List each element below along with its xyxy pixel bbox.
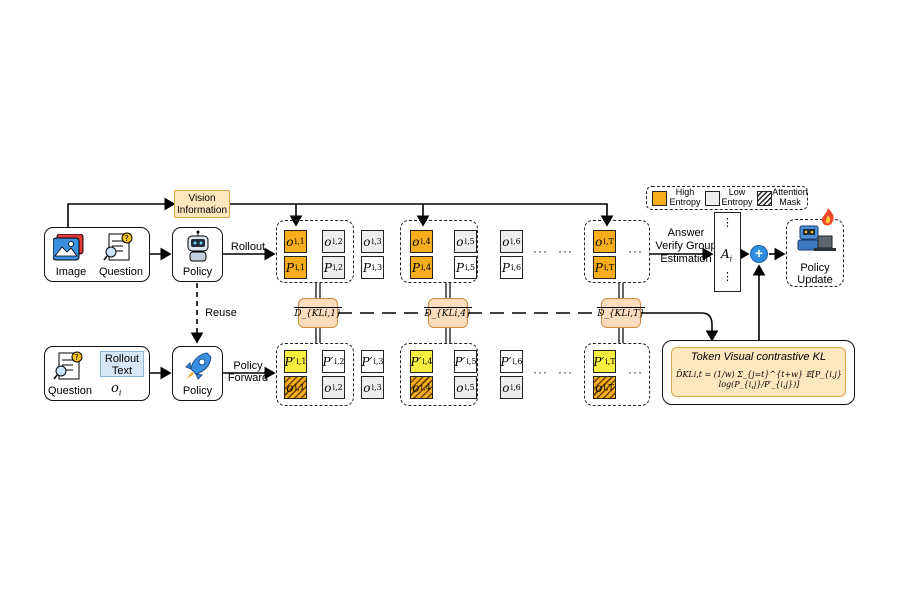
ellipsis-bottom-3: ···	[628, 365, 643, 379]
legend-low-swatch	[705, 191, 720, 206]
token-group-bottom-3	[584, 343, 650, 406]
advantage-box: ⋮ Ai ⋮	[714, 212, 741, 292]
legend-low-label: Low Entropy	[721, 187, 753, 207]
formula-panel: Token Visual contrastive KL D̄KLi,t = (1…	[662, 340, 855, 405]
ellipsis-bottom-1: ···	[533, 365, 548, 379]
ellipsis-top-1: ···	[533, 244, 548, 258]
token-pprime-i3: P′i,3	[361, 350, 384, 373]
policy-update-label: Policy Update	[797, 262, 833, 286]
robot-icon	[187, 230, 209, 262]
image-icon	[53, 234, 84, 261]
robot-laptop-icon	[797, 208, 836, 251]
token-group-bottom-2	[400, 343, 478, 406]
ellipsis-top-3: ···	[628, 244, 643, 258]
svg-text:?: ?	[75, 353, 79, 362]
token-pprime-i6: P′i,6	[500, 350, 523, 373]
vision-information-box: Vision Information	[174, 190, 230, 218]
token-pprime-iT: P′i,T	[593, 350, 616, 373]
rollout-o-label: oi	[111, 381, 122, 398]
svg-text:?: ?	[125, 234, 129, 243]
question-label: Question	[98, 266, 144, 278]
question-doc-icon: ?	[103, 232, 133, 261]
token-group-top-2	[400, 220, 478, 283]
legend	[646, 186, 808, 210]
plus-icon: +	[750, 245, 768, 263]
legend-high-label: High Entropy	[669, 187, 701, 207]
token-pprime-i4: P′i,4	[410, 350, 433, 373]
legend-high-swatch	[652, 191, 667, 206]
rollout-text-box: Rollout Text	[100, 351, 144, 377]
image-label: Image	[55, 266, 87, 278]
token-group-bottom-1	[276, 343, 354, 406]
policy-box-top: Policy	[172, 227, 223, 282]
token-pprime-i2: P′i,2	[322, 350, 345, 373]
reuse-label: Reuse	[205, 307, 237, 319]
answer-verify-label: Answer Verify Group Estimation	[655, 227, 717, 265]
policy-label-top: Policy	[182, 266, 213, 278]
kl-box-T: D_{KLi,T}	[597, 298, 645, 328]
policy-box-bottom: Policy	[172, 346, 223, 401]
kl-box-1: D_{KLi,1}	[294, 298, 342, 328]
question-label-bottom: Question	[47, 385, 93, 397]
advantage-label: Ai	[721, 247, 733, 264]
token-pprime-i1: P′i,1	[284, 350, 307, 373]
input-box-bottom: ? Question Rollout Text oi	[44, 346, 150, 401]
kl-box-4: D_{KLi,4}	[424, 298, 472, 328]
legend-mask-swatch	[757, 191, 772, 206]
policy-label-bottom: Policy	[182, 385, 213, 397]
policy-forward-label: Policy Forward	[227, 360, 269, 384]
question-doc-icon: ?	[53, 351, 83, 380]
policy-update-box	[786, 219, 844, 287]
formula-inner: Token Visual contrastive KL D̄KLi,t = (1…	[671, 347, 846, 397]
rocket-icon	[185, 352, 212, 380]
ellipsis-top-2: ···	[558, 244, 573, 258]
formula-text: D̄KLi,t = (1/w) Σ_{j=t}^{t+w} 𝔼[P_{i,j} …	[675, 370, 842, 389]
ellipsis-bottom-2: ···	[558, 365, 573, 379]
rollout-label: Rollout	[230, 241, 266, 253]
token-group-top-3	[584, 220, 650, 283]
token-pprime-i5: P′i,5	[454, 350, 477, 373]
formula-title: Token Visual contrastive KL	[690, 351, 827, 363]
input-box-top: ? Image Question	[44, 227, 150, 282]
legend-mask-label: Attention Mask	[772, 187, 808, 207]
token-group-top-1	[276, 220, 354, 283]
